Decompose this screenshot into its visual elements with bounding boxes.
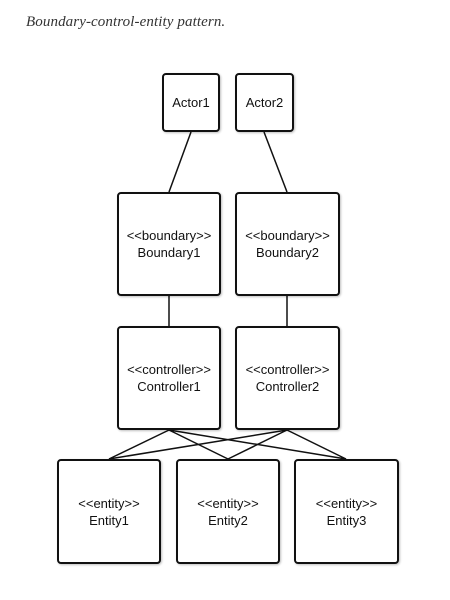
actor1-label: Actor1 [172,95,210,110]
boundary2-label: Boundary2 [256,245,319,260]
link-actor2-boundary2 [263,131,288,193]
controller1-label: Controller1 [137,379,201,394]
controller2-label: Controller2 [255,379,320,394]
actor1-node: Actor1 [162,73,220,132]
link-controller2-entity3 [286,429,347,460]
boundary1-label: Boundary1 [137,245,201,260]
controller1-stereotype: <<controller>> [127,362,211,377]
diagram-caption: Boundary-control-entity pattern. [26,14,226,30]
actor2-label: Actor2 [245,95,284,110]
entity2-stereotype: <<entity>> [197,495,259,511]
entity2-label: Entity2 [208,512,248,528]
controller1-node: <<controller>> Controller1 [117,326,221,430]
controller2-node: <<controller>> Controller2 [235,326,340,430]
boundary1-node: <<boundary>> Boundary1 [117,192,221,296]
boundary2-node: <<boundary>> Boundary2 [235,192,340,296]
link-controller2-entity2 [227,429,288,460]
link-actor1-boundary1 [168,131,192,193]
boundary1-stereotype: <<boundary>> [126,228,212,243]
entity1-stereotype: <<entity>> [78,495,140,511]
actor2-node: Actor2 [235,73,294,132]
controller2-stereotype: <<controller>> [245,362,330,377]
link-controller2-entity1 [108,429,288,460]
link-controller1-entity1 [108,429,170,460]
entity1-label: Entity1 [89,512,129,528]
entity3-label: Entity3 [326,512,367,528]
entity2-node: <<entity>> Entity2 [176,459,280,564]
entity3-node: <<entity>> Entity3 [294,459,399,564]
entity1-node: <<entity>> Entity1 [57,459,161,564]
entity3-stereotype: <<entity>> [315,495,378,511]
boundary2-stereotype: <<boundary>> [245,228,330,243]
